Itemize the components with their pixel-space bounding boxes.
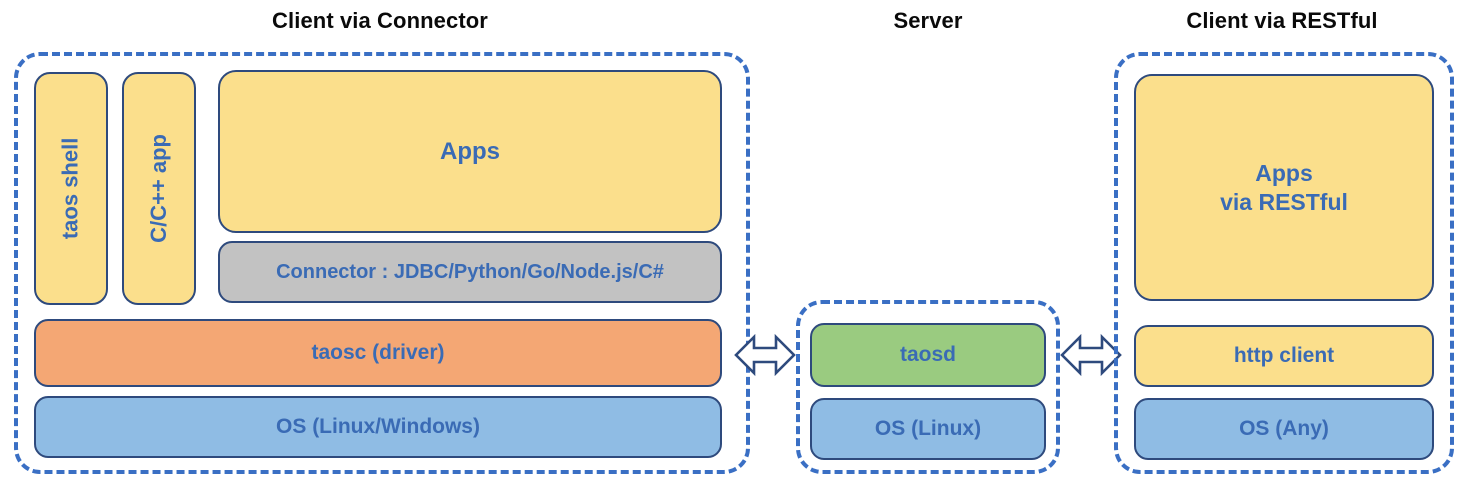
box-taosc-driver[interactable]: taosc (driver): [34, 319, 722, 387]
box-taos-shell-label: taos shell: [57, 137, 83, 240]
box-apps-connector[interactable]: Apps: [218, 70, 722, 233]
box-http-client-label: http client: [1233, 344, 1335, 368]
box-c-cpp-app-label: C/C++ app: [145, 134, 171, 243]
title-client-via-restful: Client via RESTful: [1186, 8, 1378, 33]
box-taosc-driver-label: taosc (driver): [311, 341, 445, 365]
group-client-via-connector: [14, 52, 750, 474]
box-taosd-label: taosd: [899, 343, 956, 367]
title-server: Server: [893, 8, 963, 33]
box-os-linux-windows[interactable]: OS (Linux/Windows): [34, 396, 722, 458]
box-apps-connector-label: Apps: [440, 137, 500, 165]
group-client-via-restful: [1114, 52, 1454, 474]
title-client-via-connector: Client via Connector: [272, 8, 488, 33]
box-apps-via-restful-line1: Apps: [1255, 160, 1313, 187]
box-os-linux-windows-label: OS (Linux/Windows): [276, 415, 480, 439]
box-c-cpp-app[interactable]: C/C++ app: [122, 72, 196, 305]
group-server: [796, 300, 1060, 474]
box-apps-via-restful[interactable]: Apps via RESTful: [1134, 74, 1434, 301]
box-os-linux-label: OS (Linux): [874, 417, 982, 441]
box-connector-list[interactable]: Connector : JDBC/Python/Go/Node.js/C#: [218, 241, 722, 303]
box-apps-via-restful-line2: via RESTful: [1220, 188, 1348, 215]
box-taosd[interactable]: taosd: [810, 323, 1046, 387]
box-apps-via-restful-label: Apps via RESTful: [1220, 159, 1348, 215]
box-os-linux[interactable]: OS (Linux): [810, 398, 1046, 460]
double-arrow-server-restclient: [1060, 333, 1122, 377]
box-connector-list-label: Connector : JDBC/Python/Go/Node.js/C#: [276, 260, 664, 283]
box-http-client[interactable]: http client: [1134, 325, 1434, 387]
box-os-any-label: OS (Any): [1239, 417, 1329, 441]
box-taos-shell[interactable]: taos shell: [34, 72, 108, 305]
double-arrow-client-server: [734, 333, 796, 377]
box-os-any[interactable]: OS (Any): [1134, 398, 1434, 460]
